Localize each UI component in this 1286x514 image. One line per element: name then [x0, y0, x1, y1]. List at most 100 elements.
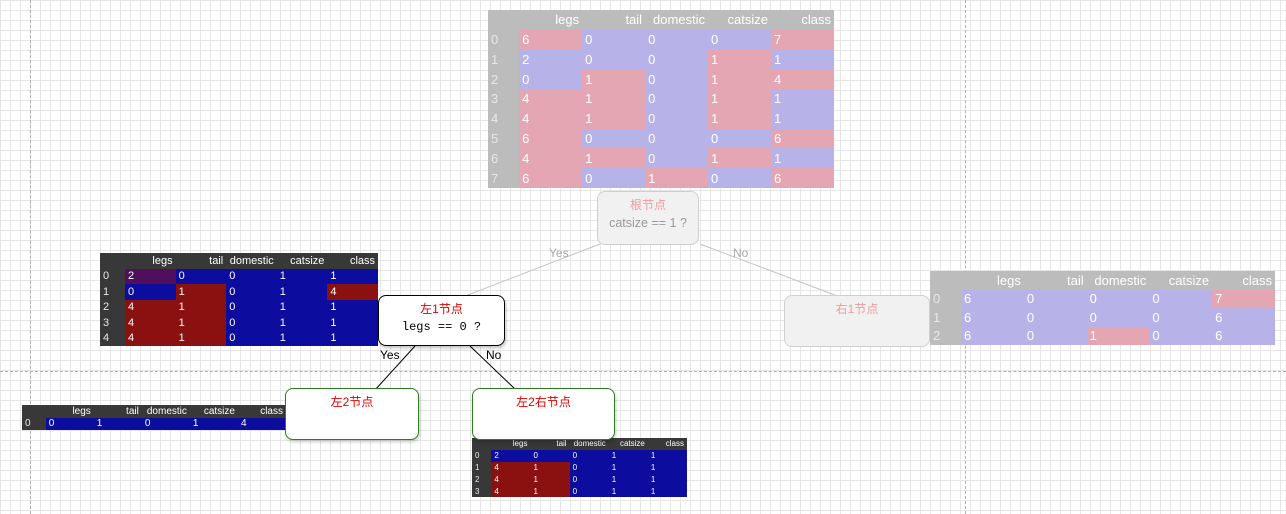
cell-legs: 6 — [519, 168, 583, 188]
column-header-domestic: domestic — [569, 438, 609, 450]
left2right-node-title: 左2右节点 — [516, 395, 571, 409]
cell-class: 4 — [771, 69, 834, 90]
root-node[interactable]: 根节点 catsize == 1 ? — [597, 191, 699, 245]
row-index: 2 — [488, 69, 520, 90]
cell-tail: 1 — [93, 417, 142, 430]
cell-legs: 6 — [961, 308, 1024, 327]
row-index: 0 — [930, 289, 962, 308]
cell-tail: 0 — [582, 29, 646, 50]
edge-label-root-yes: Yes — [549, 246, 569, 260]
cell-catsize: 1 — [708, 148, 771, 169]
cell-legs: 4 — [519, 89, 583, 109]
column-header-tail: tail — [93, 405, 142, 418]
cell-class: 7 — [1212, 289, 1275, 308]
cell-tail: 0 — [1023, 326, 1087, 345]
cell-catsize: 1 — [708, 108, 771, 129]
right1-node-title: 右1节点 — [835, 302, 879, 316]
cell-domestic: 0 — [569, 473, 609, 486]
cell-tail: 0 — [582, 128, 646, 149]
cell-domestic: 0 — [569, 485, 609, 497]
cell-catsize: 0 — [708, 128, 771, 149]
left1-node-title: 左1节点 — [420, 302, 463, 316]
left1-node[interactable]: 左1节点 legs == 0 ? — [378, 295, 505, 346]
cell-legs: 6 — [519, 29, 583, 50]
left1-node-condition: legs == 0 ? — [401, 320, 482, 334]
cell-legs: 2 — [125, 268, 176, 284]
column-header-tail: tail — [175, 253, 227, 269]
cell-domestic: 0 — [1086, 289, 1150, 308]
cell-tail: 1 — [175, 284, 227, 300]
cell-tail: 1 — [582, 69, 646, 90]
cell-legs: 6 — [961, 289, 1024, 308]
cell-class: 4 — [237, 417, 286, 430]
cell-catsize: 1 — [189, 417, 238, 430]
cell-class: 1 — [647, 473, 687, 486]
cell-catsize: 1 — [708, 69, 771, 90]
cell-domestic: 0 — [226, 330, 277, 346]
row-index: 0 — [22, 417, 46, 430]
cell-legs: 2 — [491, 449, 531, 462]
left2-node[interactable]: 左2节点 — [285, 388, 419, 440]
edge-label-left1-yes: Yes — [380, 348, 400, 362]
column-header-catsize: catsize — [276, 253, 328, 269]
cell-domestic: 0 — [645, 128, 709, 149]
cell-legs: 6 — [961, 326, 1024, 345]
cell-tail: 0 — [1023, 308, 1087, 327]
cell-legs: 0 — [45, 417, 94, 430]
row-index: 0 — [488, 29, 520, 50]
cell-tail: 1 — [530, 473, 570, 486]
table-corner — [22, 405, 46, 418]
cell-domestic: 0 — [645, 108, 709, 129]
cell-catsize: 1 — [708, 49, 771, 70]
cell-catsize: 0 — [1149, 308, 1213, 327]
column-header-catsize: catsize — [1149, 271, 1213, 290]
guide-line-horizontal — [0, 371, 1286, 372]
cell-domestic: 0 — [226, 315, 277, 331]
row-index: 6 — [488, 148, 520, 169]
cell-domestic: 0 — [569, 461, 609, 474]
cell-catsize: 1 — [276, 299, 328, 315]
cell-legs: 4 — [125, 330, 176, 346]
cell-class: 1 — [327, 315, 378, 331]
row-index: 7 — [488, 168, 520, 188]
row-index: 5 — [488, 128, 520, 149]
cell-class: 1 — [327, 330, 378, 346]
table-corner — [472, 438, 492, 450]
right1-node[interactable]: 右1节点 — [784, 295, 930, 347]
cell-legs: 6 — [519, 128, 583, 149]
cell-catsize: 1 — [276, 284, 328, 300]
cell-domestic: 0 — [645, 69, 709, 90]
cell-tail: 1 — [175, 330, 227, 346]
cell-class: 1 — [771, 108, 834, 129]
cell-class: 1 — [771, 89, 834, 109]
cell-tail: 1 — [530, 485, 570, 497]
left2right-node[interactable]: 左2右节点 — [472, 388, 615, 440]
row-index: 0 — [100, 268, 126, 284]
column-header-tail: tail — [530, 438, 570, 450]
root-node-condition: catsize == 1 ? — [609, 216, 687, 230]
cell-catsize: 0 — [708, 29, 771, 50]
cell-domestic: 0 — [569, 449, 609, 462]
cell-domestic: 0 — [645, 49, 709, 70]
cell-tail: 1 — [175, 315, 227, 331]
cell-domestic: 0 — [645, 29, 709, 50]
table-corner — [488, 10, 520, 30]
cell-catsize: 1 — [276, 268, 328, 284]
cell-tail: 0 — [175, 268, 227, 284]
column-header-class: class — [771, 10, 834, 30]
column-header-tail: tail — [582, 10, 646, 30]
cell-class: 6 — [1212, 326, 1275, 345]
cell-legs: 4 — [491, 473, 531, 486]
column-header-catsize: catsize — [189, 405, 238, 418]
